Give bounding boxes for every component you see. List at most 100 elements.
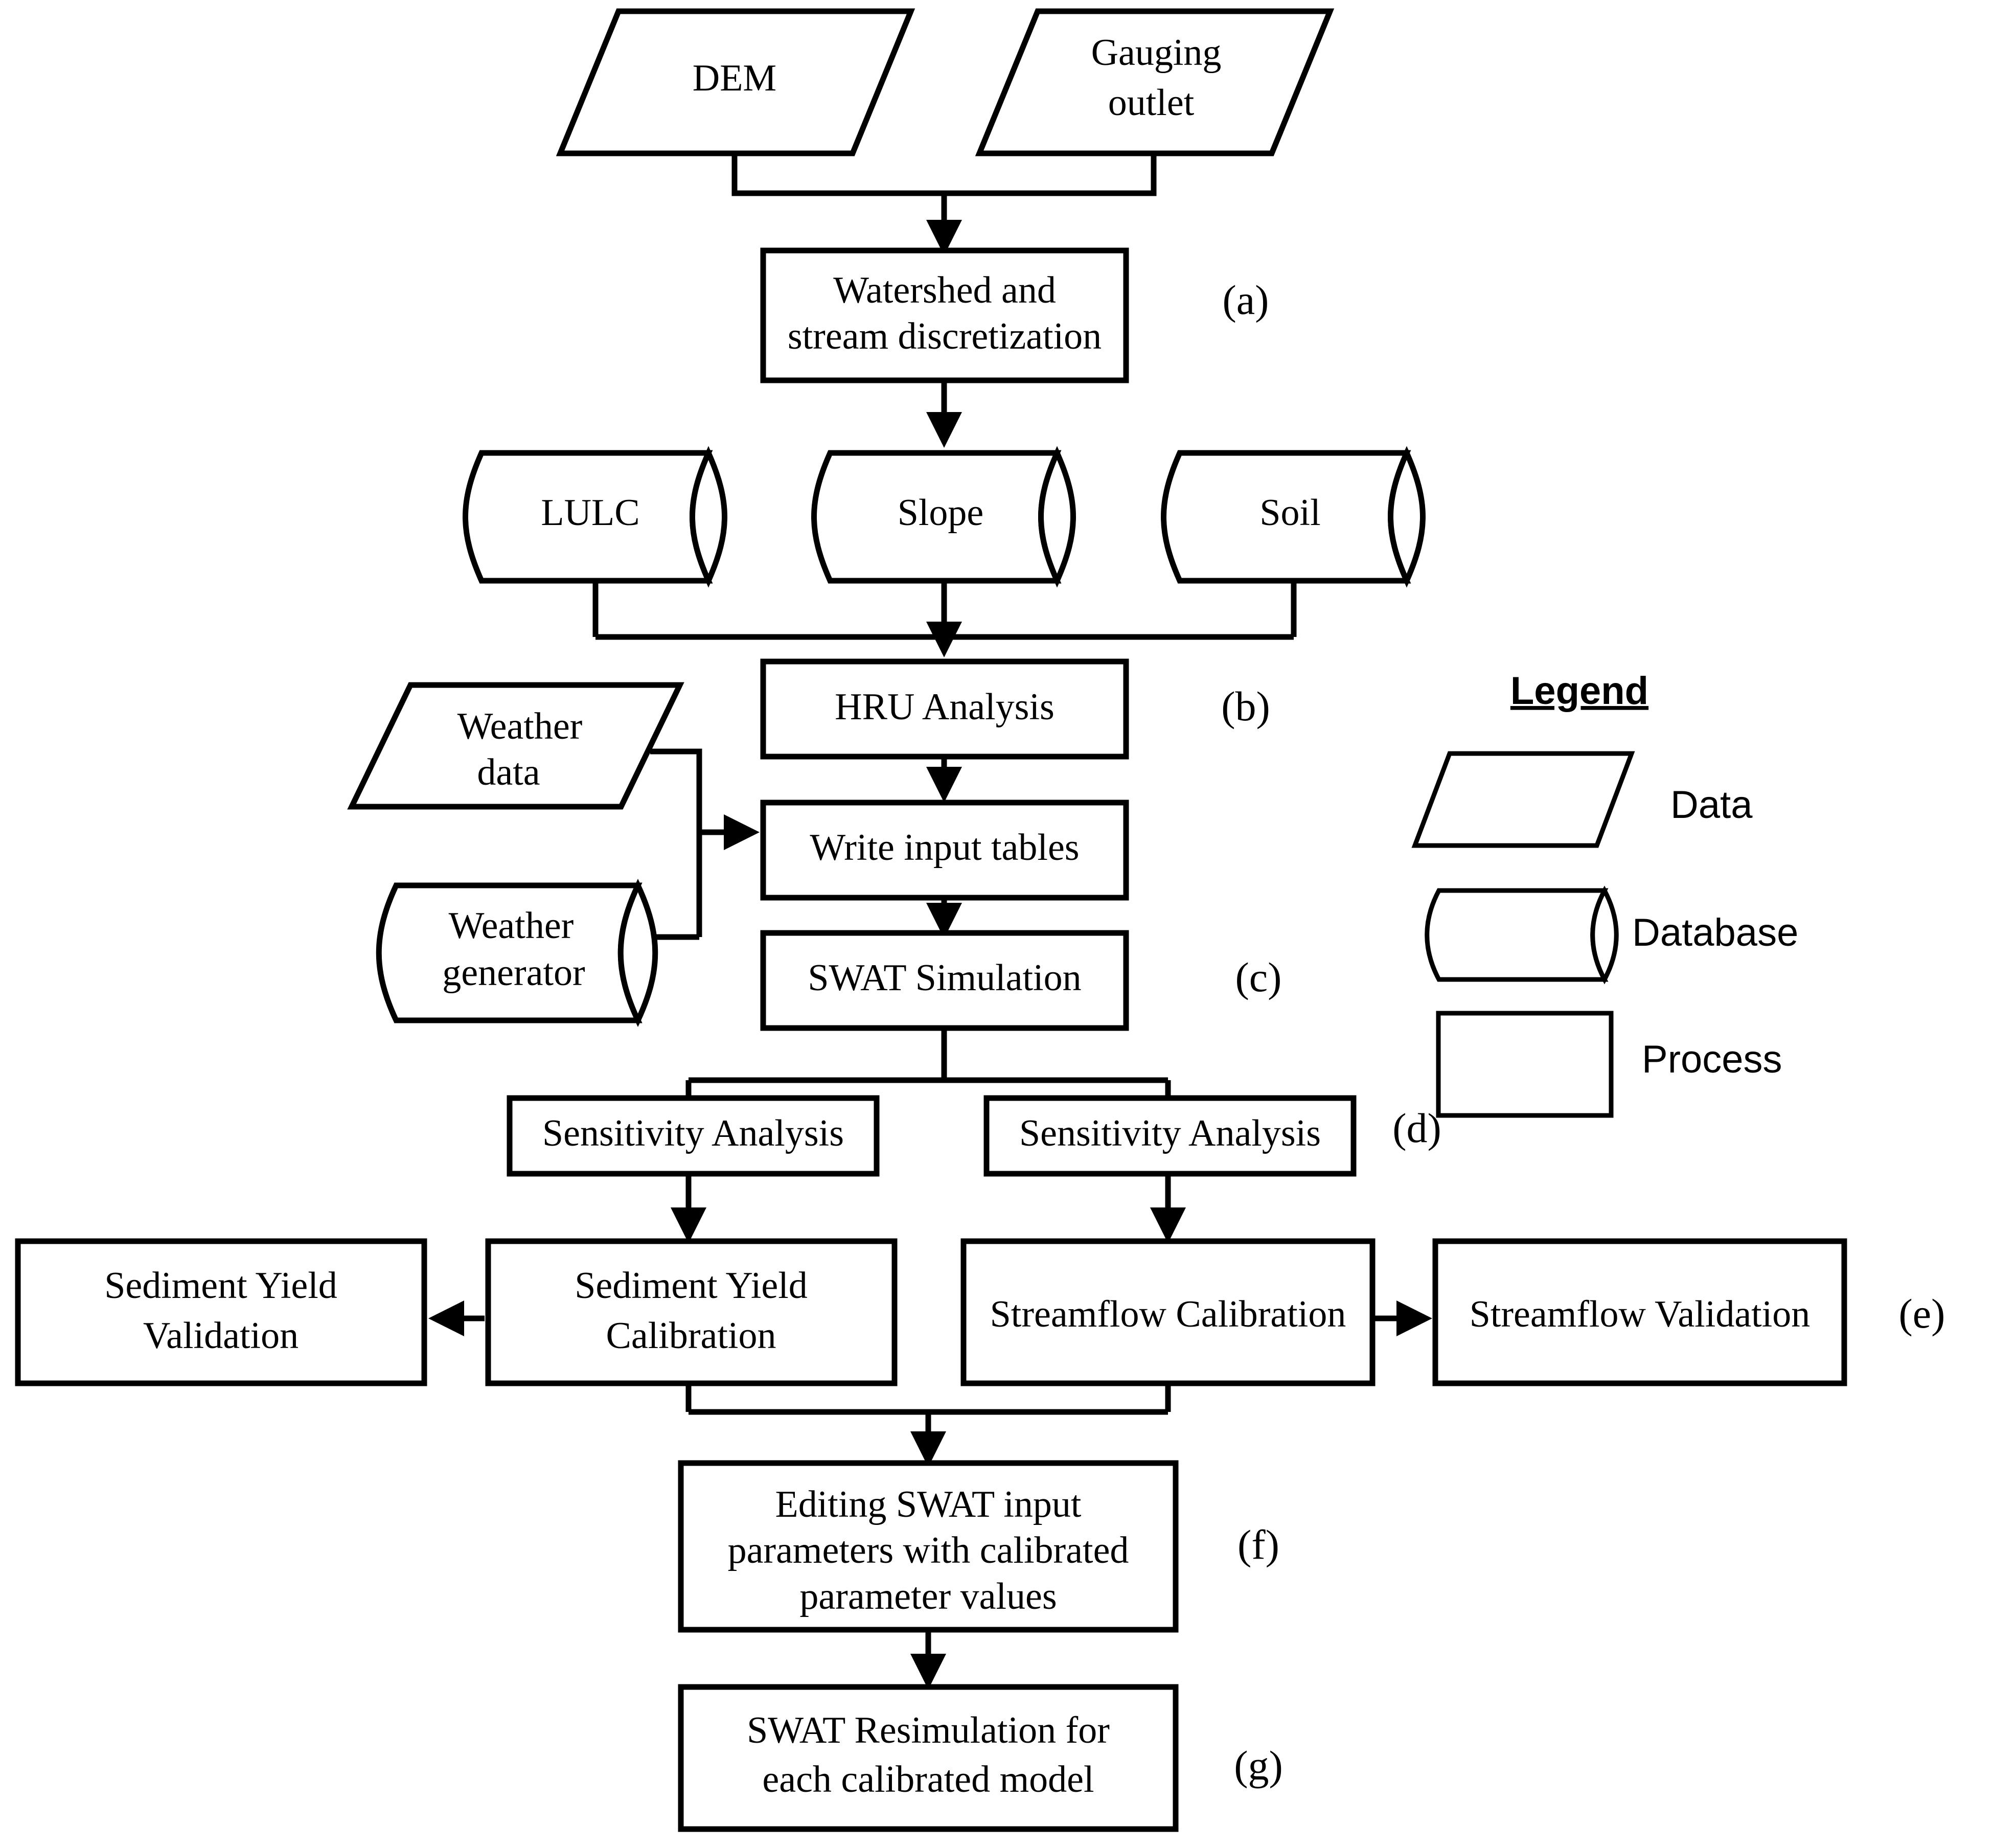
legend-item-process: Process <box>1436 1011 1782 1118</box>
node-slope[interactable]: Slope <box>811 446 1076 588</box>
section-label-e: (e) <box>1898 1290 1945 1337</box>
node-sensitivity-analysis-left[interactable]: Sensitivity Analysis <box>507 1095 880 1177</box>
dem-label: DEM <box>693 57 776 99</box>
editing-params-label-line3: parameter values <box>799 1576 1057 1617</box>
arrowhead-to-swat-resimulation <box>910 1654 946 1690</box>
gauging-outlet-label-line1: Gauging <box>1091 32 1222 74</box>
arrowhead-to-sediment-calibration <box>671 1207 706 1243</box>
legend-process-label: Process <box>1642 1038 1782 1081</box>
slope-cylinder-cap <box>1038 446 1076 588</box>
legend-database-cylinder-body <box>1425 888 1609 982</box>
node-swat-simulation[interactable]: SWAT Simulation <box>760 930 1129 1031</box>
connector-dem-to-merge <box>731 153 1157 196</box>
sensitivity-right-rect <box>983 1095 1357 1177</box>
node-soil[interactable]: Soil <box>1161 446 1426 588</box>
arrowhead-to-swat <box>926 903 962 939</box>
editing-params-label-line1: Editing SWAT input <box>775 1484 1082 1525</box>
weather-generator-cylinder-cap <box>617 879 658 1027</box>
legend-database-label: Database <box>1632 911 1798 954</box>
legend-item-data: Data <box>1411 751 1753 848</box>
swat-simulation-label: SWAT Simulation <box>808 957 1081 999</box>
node-swat-resimulation[interactable]: SWAT Resimulation for each calibrated mo… <box>678 1684 1179 1832</box>
watershed-label-line2: stream discretization <box>788 315 1102 357</box>
watershed-rect <box>760 247 1129 383</box>
node-dem[interactable]: DEM <box>556 8 915 156</box>
soil-cylinder-cap <box>1388 446 1426 588</box>
connector-weather-data-out <box>650 748 702 937</box>
swat-simulation-rect <box>760 930 1129 1031</box>
node-sensitivity-analysis-right[interactable]: Sensitivity Analysis <box>983 1095 1357 1177</box>
streamflow-calibration-label: Streamflow Calibration <box>990 1293 1346 1335</box>
node-watershed-discretization[interactable]: Watershed and stream discretization <box>760 247 1129 383</box>
swat-resimulation-label-line2: each calibrated model <box>762 1759 1094 1800</box>
slope-label: Slope <box>898 492 984 534</box>
legend-title: Legend <box>1510 669 1648 713</box>
dem-parallelogram <box>556 8 915 156</box>
node-streamflow-validation[interactable]: Streamflow Validation <box>1432 1238 1847 1386</box>
sensitivity-left-rect <box>507 1095 880 1177</box>
node-hru-analysis[interactable]: HRU Analysis <box>760 658 1129 760</box>
legend-database-cylinder-cap <box>1590 885 1619 985</box>
gauging-outlet-parallelogram <box>975 8 1335 156</box>
hru-analysis-label: HRU Analysis <box>835 686 1055 728</box>
arrowhead-to-hru <box>926 622 962 657</box>
streamflow-calibration-rect <box>960 1238 1376 1386</box>
streamflow-validation-label: Streamflow Validation <box>1470 1293 1810 1335</box>
section-label-a: (a) <box>1222 277 1269 323</box>
weather-data-parallelogram <box>347 682 684 810</box>
streamflow-validation-rect <box>1432 1238 1847 1386</box>
swat-resimulation-rect <box>678 1684 1179 1832</box>
node-gauging-outlet[interactable]: Gauging outlet <box>975 8 1335 156</box>
sediment-calibration-label-line2: Calibration <box>606 1315 776 1357</box>
node-streamflow-calibration[interactable]: Streamflow Calibration <box>960 1238 1376 1386</box>
hru-analysis-rect <box>760 658 1129 760</box>
legend-data-label: Data <box>1670 783 1753 827</box>
arrowhead-to-slope <box>926 412 962 448</box>
lulc-cylinder-cap <box>690 446 727 588</box>
legend: Legend Data Database Process <box>1411 669 1798 1118</box>
sediment-calibration-rect <box>485 1238 898 1386</box>
arrowhead-to-write <box>926 767 962 803</box>
section-label-b: (b) <box>1221 683 1270 729</box>
arrowhead-to-sediment-validation <box>428 1301 464 1336</box>
weather-generator-label-line2: generator <box>442 952 585 994</box>
sensitivity-right-label: Sensitivity Analysis <box>1019 1112 1321 1154</box>
section-label-d: (d) <box>1392 1105 1441 1151</box>
arrowhead-to-streamflow-calibration <box>1150 1207 1186 1243</box>
sensitivity-left-label: Sensitivity Analysis <box>542 1112 844 1154</box>
gauging-outlet-label-line2: outlet <box>1108 82 1195 124</box>
section-label-g: (g) <box>1234 1742 1283 1789</box>
arrowhead-to-editing-params <box>910 1431 946 1467</box>
arrowhead-to-streamflow-validation <box>1396 1301 1432 1336</box>
weather-data-label-line1: Weather <box>457 705 583 747</box>
arrowhead-to-watershed <box>926 220 962 256</box>
watershed-label-line1: Watershed and <box>833 269 1056 311</box>
legend-item-database: Database <box>1425 885 1798 985</box>
sediment-validation-rect <box>15 1238 427 1386</box>
section-label-c: (c) <box>1235 954 1281 1000</box>
lulc-label: LULC <box>541 492 639 534</box>
legend-data-parallelogram <box>1411 751 1635 848</box>
write-input-tables-rect <box>760 800 1129 901</box>
legend-process-rect <box>1436 1011 1614 1118</box>
editing-params-rect <box>678 1460 1179 1633</box>
weather-data-label-line2: data <box>477 751 540 793</box>
swat-resimulation-label-line1: SWAT Resimulation for <box>747 1709 1110 1751</box>
sediment-validation-label-line2: Validation <box>143 1315 299 1357</box>
editing-params-label-line2: parameters with calibrated <box>728 1530 1129 1571</box>
node-weather-generator[interactable]: Weather generator <box>376 879 658 1027</box>
node-lulc[interactable]: LULC <box>463 446 727 588</box>
arrowhead-to-write-input <box>724 814 760 850</box>
weather-generator-label-line1: Weather <box>449 905 574 947</box>
node-write-input-tables[interactable]: Write input tables <box>760 800 1129 901</box>
node-sediment-yield-calibration[interactable]: Sediment Yield Calibration <box>485 1238 898 1386</box>
soil-label: Soil <box>1259 492 1320 534</box>
node-weather-data[interactable]: Weather data <box>347 682 684 810</box>
sediment-calibration-label-line1: Sediment Yield <box>575 1265 808 1307</box>
section-label-f: (f) <box>1237 1521 1279 1568</box>
sediment-validation-label-line1: Sediment Yield <box>104 1265 337 1307</box>
node-editing-swat-parameters[interactable]: Editing SWAT input parameters with calib… <box>678 1460 1179 1633</box>
node-sediment-yield-validation[interactable]: Sediment Yield Validation <box>15 1238 427 1386</box>
